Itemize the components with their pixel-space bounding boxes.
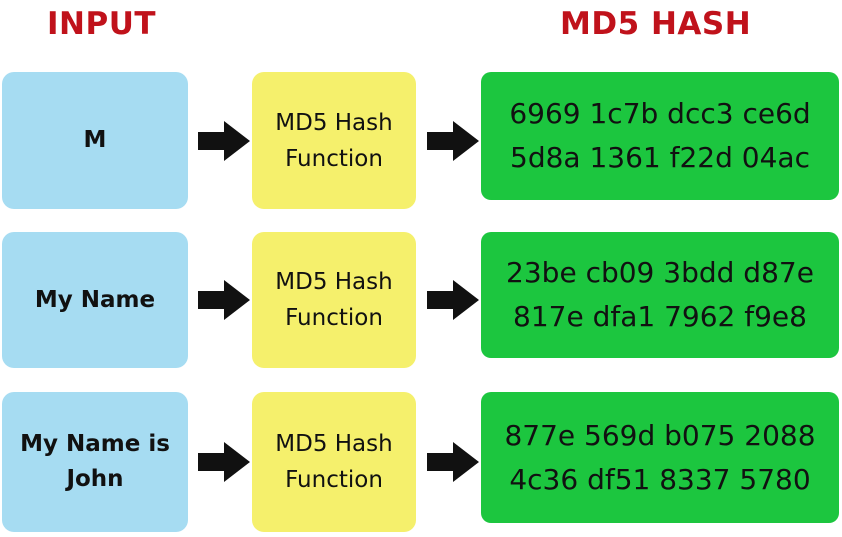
function-label-line2: Function [285, 467, 383, 493]
arrow-right-icon [427, 280, 479, 320]
hash-line1: 877e 569d b075 2088 [504, 418, 816, 452]
function-label-line1: MD5 Hash [275, 269, 393, 295]
arrow-right-icon [198, 121, 250, 161]
hash-line2: 4c36 df51 8337 5780 [509, 462, 811, 496]
input-column-header: INPUT [47, 6, 157, 42]
arrow-right-icon [198, 280, 250, 320]
arrow-right-icon [427, 442, 479, 482]
input-text-1: M [83, 127, 107, 153]
hash-box-2: 23be cb09 3bdd d87e 817e dfa1 7962 f9e8 [481, 232, 839, 358]
hash-box-3: 877e 569d b075 2088 4c36 df51 8337 5780 [481, 392, 839, 523]
input-text-2: My Name [34, 286, 156, 313]
function-label-line1: MD5 Hash [275, 431, 393, 457]
input-text-3-line1: My Name is [20, 431, 170, 457]
input-box-1: M [2, 72, 188, 209]
hash-line2: 817e dfa1 7962 f9e8 [513, 300, 807, 333]
md5-function-box-3: MD5 Hash Function [252, 392, 416, 532]
input-text-3-line2: John [66, 466, 124, 492]
hash-box-1: 6969 1c7b dcc3 ce6d 5d8a 1361 f22d 04ac [481, 72, 839, 200]
hash-column-header: MD5 HASH [560, 6, 752, 42]
input-box-2: My Name [2, 232, 188, 368]
input-box-3: My Name is John [2, 392, 188, 532]
hash-line1: 6969 1c7b dcc3 ce6d [509, 97, 811, 130]
md5-function-box-2: MD5 Hash Function [252, 232, 416, 368]
md5-function-box-1: MD5 Hash Function [252, 72, 416, 209]
arrow-right-icon [198, 442, 250, 482]
function-label-line2: Function [285, 305, 383, 331]
function-label-line1: MD5 Hash [275, 109, 393, 136]
hash-line1: 23be cb09 3bdd d87e [506, 256, 814, 289]
arrow-right-icon [427, 121, 479, 161]
function-label-line2: Function [285, 145, 383, 172]
hash-line2: 5d8a 1361 f22d 04ac [510, 141, 810, 174]
